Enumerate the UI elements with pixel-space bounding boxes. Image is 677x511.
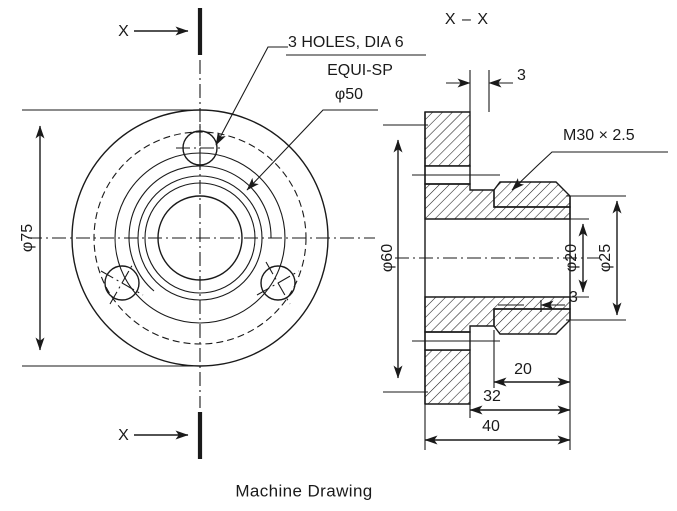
dimension-thk-top-label: 3 xyxy=(517,67,526,84)
hole-lower-right xyxy=(256,261,300,305)
section-mark-bottom-label: X xyxy=(118,427,130,444)
dimension-32: 32 xyxy=(469,388,571,415)
dimension-phi25: φ25 xyxy=(566,195,626,321)
arc-thread-minor xyxy=(128,165,272,292)
section-thread-boss-upper xyxy=(493,181,571,208)
dimension-phi20: φ20 xyxy=(563,218,589,298)
dimension-phi75-label: φ75 xyxy=(19,224,36,252)
front-view-notes: 3 HOLES, DIA 6 EQUI-SP φ50 xyxy=(286,34,426,103)
dimension-40: 40 xyxy=(424,418,571,445)
front-view: φ75 xyxy=(19,46,378,408)
dimension-32-label: 32 xyxy=(483,388,501,405)
note-bolt-circle: φ50 xyxy=(335,86,363,103)
circle-bore xyxy=(157,195,243,281)
dimension-thk-top: 3 xyxy=(446,67,526,112)
note-thread-label: M30 × 2.5 xyxy=(563,127,635,144)
section-thread-boss-lower xyxy=(493,308,571,335)
circle-counterbore-outer xyxy=(137,175,263,301)
dimension-20: 20 xyxy=(493,361,571,387)
dimension-thk-bottom: 3 xyxy=(493,289,578,312)
dimension-phi20-label: φ20 xyxy=(563,244,580,272)
section-title: X – X xyxy=(445,11,489,28)
drawing-caption: Machine Drawing xyxy=(235,481,372,500)
dimension-20-label: 20 xyxy=(514,361,532,378)
note-holes-line2: EQUI-SP xyxy=(327,62,393,79)
note-holes-line1: 3 HOLES, DIA 6 xyxy=(288,34,404,51)
section-mark-top: X xyxy=(118,8,203,55)
section-mark-bottom: X xyxy=(118,412,203,459)
section-flange-upper xyxy=(424,111,471,167)
dimension-phi25-label: φ25 xyxy=(597,244,614,272)
section-flange-lower xyxy=(424,349,471,405)
dimension-40-label: 40 xyxy=(482,418,500,435)
leader-holes-note xyxy=(215,46,288,146)
leader-bolt-circle-note xyxy=(246,109,378,191)
hole-top xyxy=(176,124,224,172)
leader-thread-note xyxy=(511,151,668,191)
dimension-phi75: φ75 xyxy=(19,109,205,367)
dimension-phi60: φ60 xyxy=(379,124,428,393)
dimension-thk-bottom-label: 3 xyxy=(569,289,578,306)
section-mark-top-label: X xyxy=(118,23,130,40)
section-view-x-x: 3 3 φ60 φ20 xyxy=(379,67,668,450)
circle-counterbore-inner xyxy=(144,182,256,294)
hole-lower-left xyxy=(100,261,144,305)
dimension-phi60-label: φ60 xyxy=(379,244,396,272)
